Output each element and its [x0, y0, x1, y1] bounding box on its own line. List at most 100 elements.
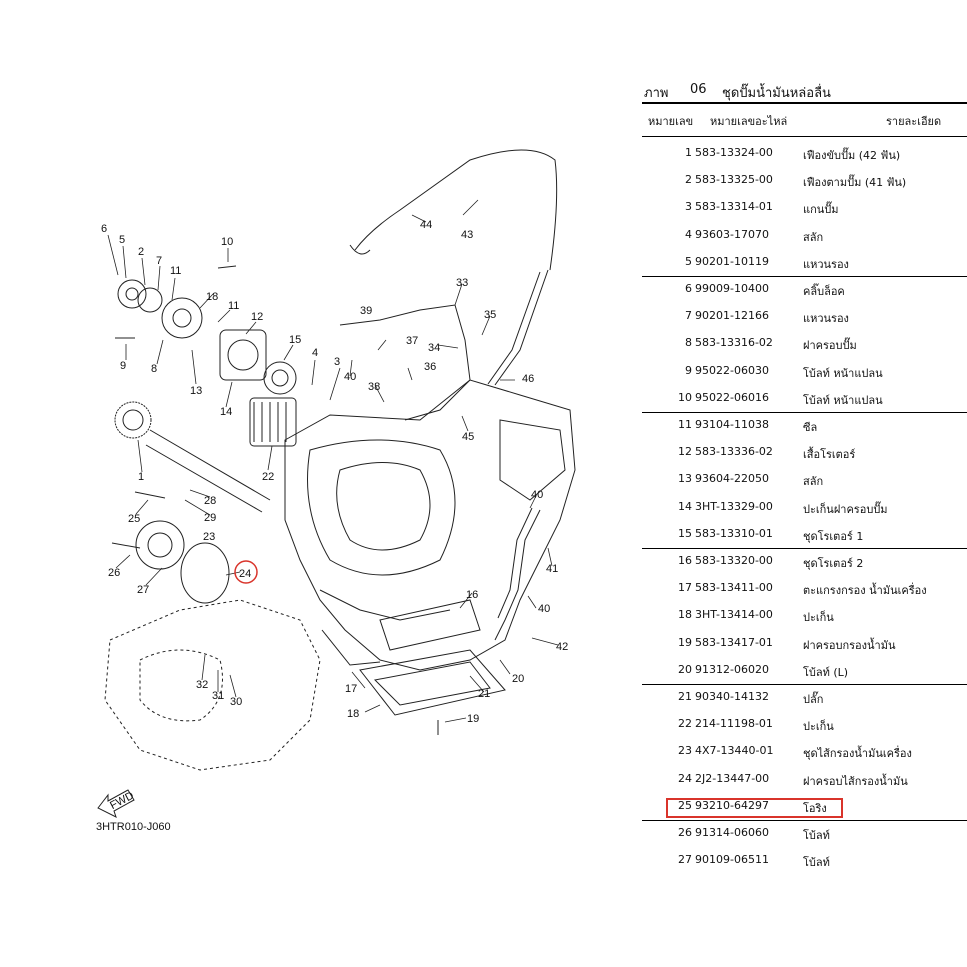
callout-41: 40 — [538, 603, 550, 615]
part-code: 3HT-13414-00 — [695, 608, 773, 622]
callout-34: 33 — [456, 277, 468, 289]
part-description: เฟืองตามปั๊ม (41 ฟัน) — [803, 176, 907, 190]
callout-42: 40 — [531, 489, 543, 501]
part-description: ปะเก็น — [803, 720, 834, 734]
part-code: 583-13314-01 — [695, 200, 773, 214]
callout-35: 34 — [428, 342, 440, 354]
part-description: ปลั๊ก — [803, 693, 824, 706]
callout-26: 25 — [128, 513, 140, 525]
part-code: 90109-06511 — [695, 853, 769, 867]
part-number-ref: 15 — [678, 526, 692, 540]
column-rule — [642, 136, 967, 137]
exploded-diagram: 6 5 2 7 11 10 18 11 12 15 4 3 9 8 13 14 … — [96, 149, 576, 833]
callout-7: 7 — [156, 255, 162, 267]
callout-10: 10 — [221, 236, 233, 248]
part-number-ref: 10 — [678, 390, 692, 404]
part-description: ฝาครอบปั๊ม — [803, 339, 857, 353]
part-number-ref: 9 — [685, 363, 692, 377]
part-number-ref: 14 — [678, 499, 692, 513]
part-code: 95022-06016 — [695, 390, 769, 404]
diagram-code: 3HTR010-J060 — [96, 821, 171, 833]
part-description: โบ้ลท์ หน้าแปลน — [803, 393, 883, 407]
part-number-ref: 1 — [685, 146, 692, 159]
part-code: 93603-17070 — [695, 227, 769, 241]
part-code: 91314-06060 — [695, 826, 769, 839]
callout-11a: 11 — [170, 265, 181, 277]
part-number-ref: 22 — [678, 717, 692, 731]
callout-27: 26 — [108, 567, 120, 579]
col-ref: หมายเลข — [648, 115, 694, 128]
callout-25: 24 — [239, 568, 251, 580]
callout-23: 22 — [262, 471, 274, 483]
part-number-ref: 13 — [678, 472, 692, 486]
callout-40a: 39 — [360, 305, 372, 317]
part-description: โบ้ลท์ — [803, 829, 830, 842]
callout-17: 16 — [466, 589, 478, 601]
callout-2: 2 — [138, 246, 144, 258]
col-part: หมายเลขอะไหล่ — [710, 115, 788, 128]
part-number-ref: 18 — [678, 608, 692, 622]
part-description: ชุดโรเตอร์ 2 — [803, 557, 864, 570]
part-number-ref: 21 — [678, 690, 692, 703]
part-description: โอริง — [803, 801, 827, 815]
part-description: สลัก — [803, 475, 824, 489]
header-title: ชุดปั๊มน้ำมันหล่อลื่น — [722, 86, 831, 101]
callout-1: 1 — [138, 471, 144, 483]
callout-18: 17 — [345, 683, 357, 695]
col-desc: รายละเอียด — [886, 115, 942, 128]
part-code: 583-13320-00 — [695, 554, 773, 567]
callout-4: 4 — [312, 347, 318, 359]
callout-14: 14 — [220, 406, 232, 418]
part-number-ref: 6 — [685, 282, 692, 295]
part-code: 90340-14132 — [695, 690, 769, 703]
part-code: 95022-06030 — [695, 363, 769, 377]
group-rule — [642, 820, 967, 821]
part-number-ref: 23 — [678, 744, 692, 758]
callout-43: 41 — [546, 563, 558, 575]
callout-16: 15 — [289, 334, 301, 346]
part-number-ref: 27 — [678, 853, 692, 867]
part-number-ref: 5 — [685, 254, 692, 268]
part-number-ref: 2 — [685, 173, 692, 187]
part-number-ref: 7 — [685, 309, 692, 323]
part-code: 583-13324-00 — [695, 146, 773, 159]
group-rule — [642, 548, 967, 549]
part-description: ฝาครอบกรองน้ำมัน — [803, 638, 896, 652]
fwd-arrow — [97, 789, 135, 818]
callout-45: 43 — [461, 229, 473, 241]
callout-8: 8 — [151, 363, 157, 375]
callout-28: 27 — [137, 584, 149, 596]
crankcase-outline — [284, 379, 576, 671]
callout-3: 3 — [334, 356, 340, 368]
group-rule — [642, 412, 967, 413]
callout-31: 30 — [230, 696, 242, 708]
column-header: หมายเลข หมายเลขอะไหล่ รายละเอียด — [646, 112, 964, 128]
group-rule — [642, 276, 967, 277]
part-description: ปะเก็น — [803, 611, 834, 625]
callout-46: 44 — [420, 219, 432, 231]
callout-39: 38 — [368, 381, 380, 393]
page-header: ภาพ 06 ชุดปั๊มน้ำมันหล่อลื่น — [644, 82, 831, 103]
part-code: 583-13310-01 — [695, 526, 773, 540]
callout-38: 37 — [406, 335, 418, 347]
callout-6: 6 — [101, 223, 107, 235]
callout-5: 5 — [119, 234, 125, 246]
part-code: 93104-11038 — [695, 418, 769, 431]
part-code: 583-13316-02 — [695, 336, 773, 350]
part-code: 583-13336-02 — [695, 445, 773, 459]
callout-32: 31 — [212, 690, 224, 702]
part-description: สลัก — [803, 230, 824, 244]
callout-33: 32 — [196, 679, 208, 691]
callout-48: 46 — [522, 373, 534, 385]
